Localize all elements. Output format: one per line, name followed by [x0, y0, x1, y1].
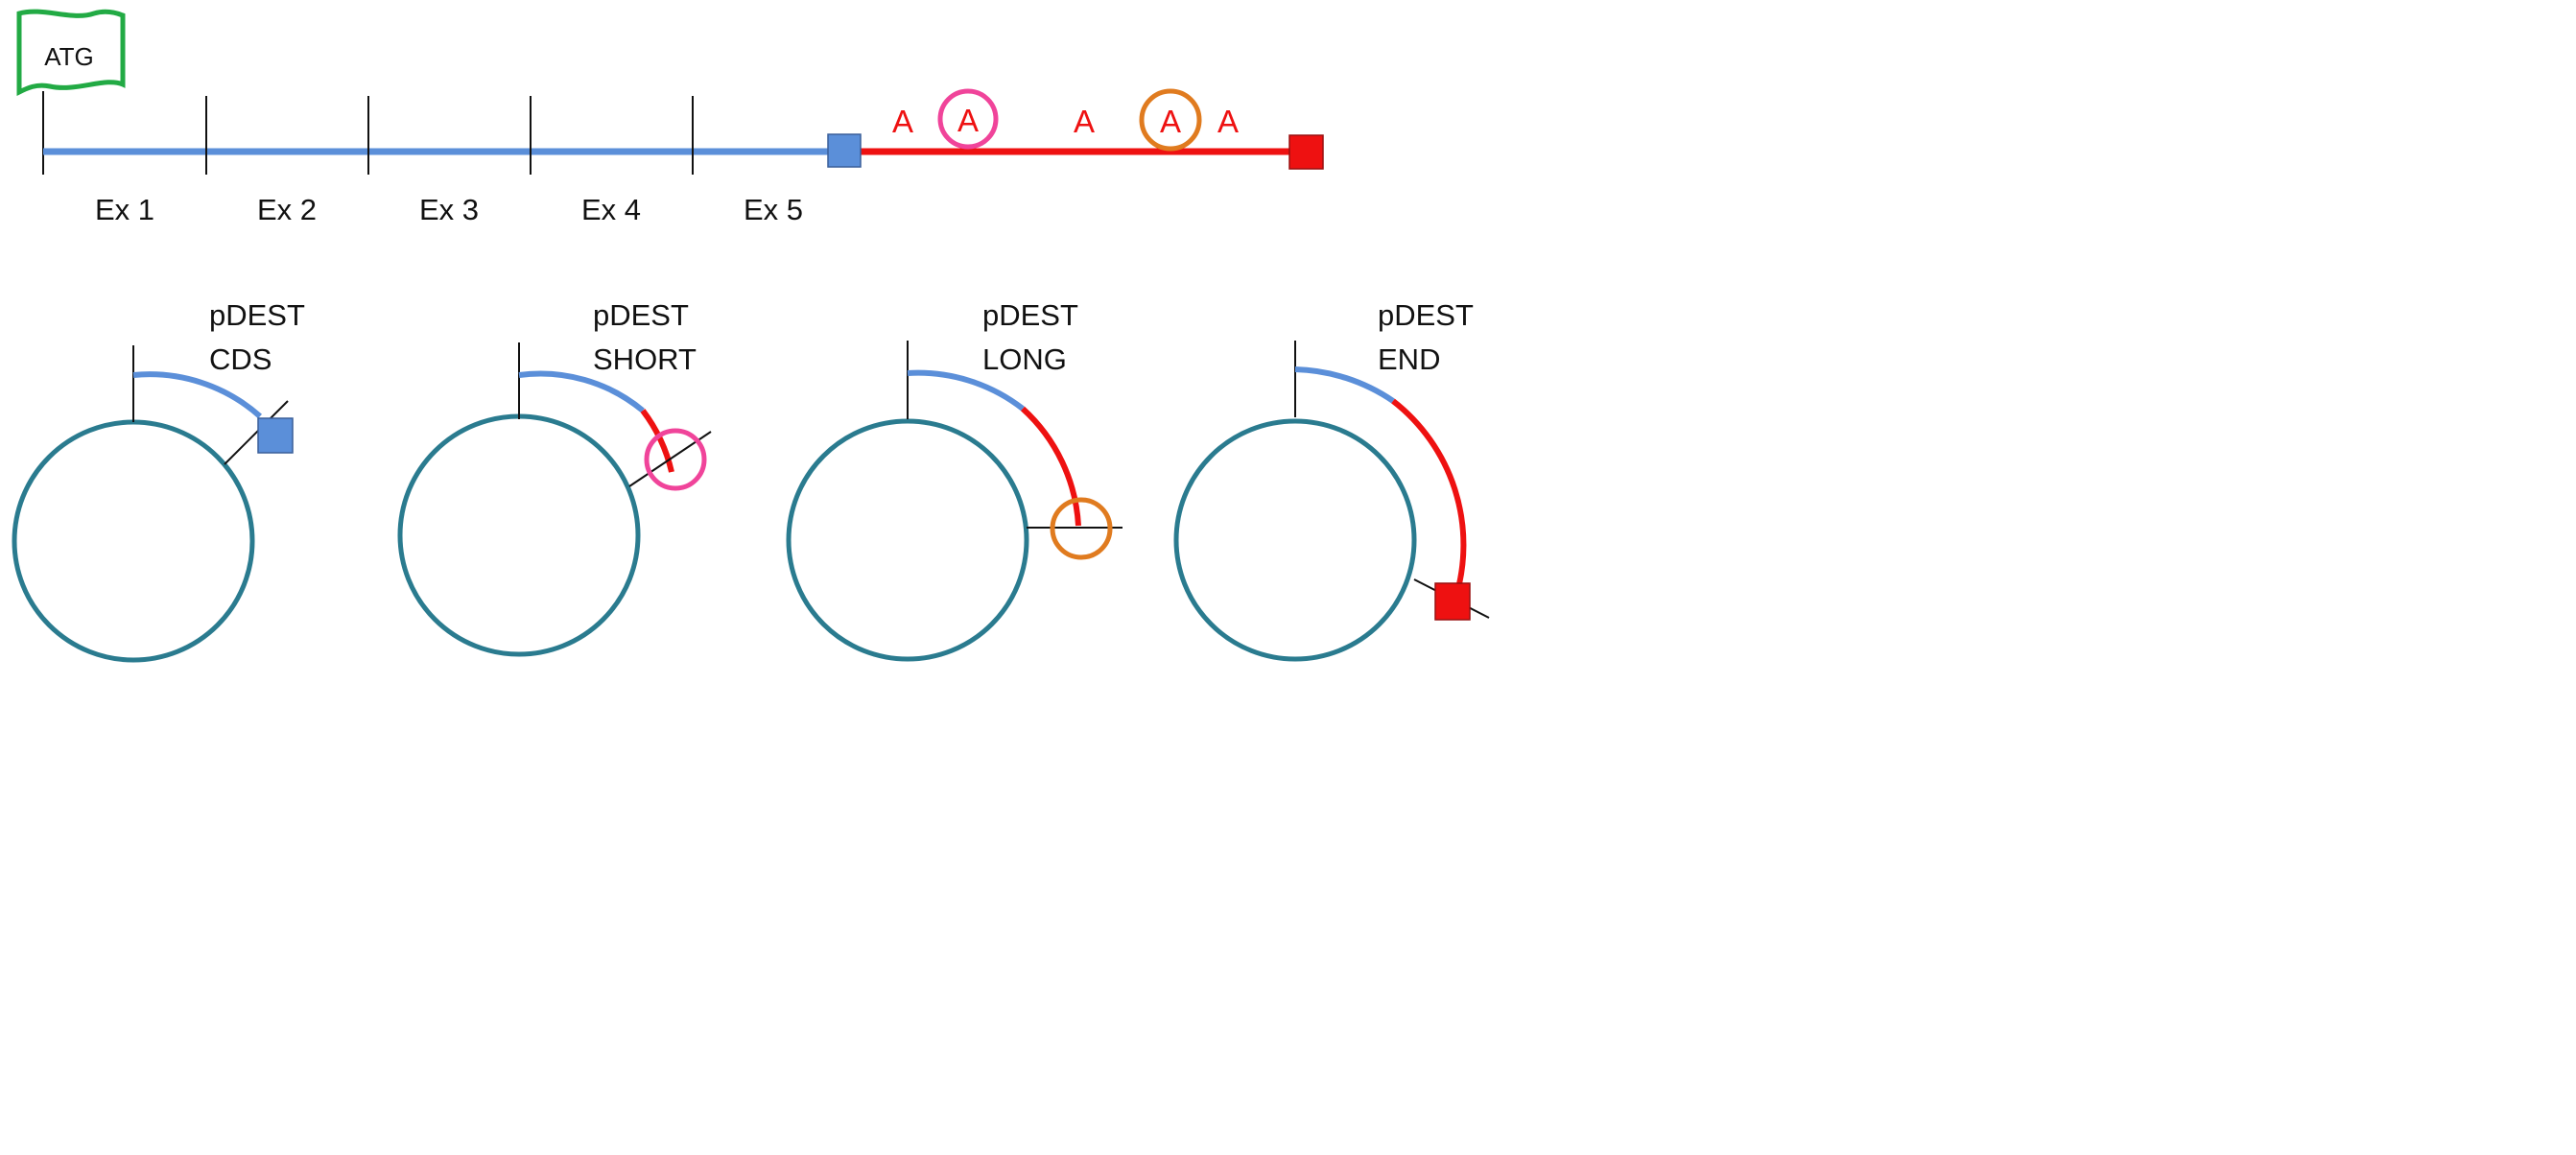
insert-end-tick [224, 400, 289, 465]
flag-banner [16, 9, 126, 97]
polya-ring-pink [937, 88, 999, 150]
construct-end: pDEST END [1173, 298, 1490, 662]
insert-coding-arc [907, 369, 1025, 412]
gene-construct-diagram: ATG Ex 1 Ex 2 Ex 3 Ex 4 Ex 5 A A A A A p… [12, 9, 1490, 663]
construct-name-line2: LONG [982, 342, 1067, 376]
plasmid-circle [1173, 418, 1417, 662]
plasmid-circle [397, 413, 641, 657]
insert-coding-arc [132, 371, 262, 419]
insert-utr-arc [1020, 406, 1081, 527]
construct-name-line1: pDEST [209, 298, 305, 332]
exon-label-4: Ex 4 [581, 193, 641, 226]
polya-site-4: A [1160, 104, 1181, 139]
gene-model: ATG Ex 1 Ex 2 Ex 3 Ex 4 Ex 5 A A A A A [16, 9, 1324, 226]
construct-name-line1: pDEST [1378, 298, 1474, 332]
stop-codon-square [827, 133, 862, 168]
insert-coding-arc [1294, 366, 1395, 404]
atg-flag: ATG [16, 9, 126, 175]
construct-cds: pDEST CDS [12, 298, 305, 663]
plasmid-circle [786, 418, 1029, 662]
polya-site-5: A [1217, 104, 1239, 139]
construct-short: pDEST SHORT [397, 298, 712, 657]
exon-label-1: Ex 1 [95, 193, 154, 226]
polya-site-3: A [1074, 104, 1095, 139]
insert-utr-arc [1391, 398, 1467, 600]
exon-label-2: Ex 2 [257, 193, 317, 226]
polya-site-2: A [957, 103, 979, 138]
transcript-end-square [1288, 134, 1324, 170]
insert-coding-arc [518, 370, 645, 413]
polya-ring-orange [1139, 88, 1202, 152]
stop-codon-square [257, 417, 294, 454]
transcript-end-square [1434, 582, 1471, 621]
polya-ring-orange [1050, 497, 1113, 560]
construct-long: pDEST LONG [786, 298, 1123, 662]
construct-name-line2: SHORT [593, 342, 697, 376]
construct-name-line1: pDEST [982, 298, 1078, 332]
polya-ring-pink [644, 428, 707, 491]
construct-name-line1: pDEST [593, 298, 689, 332]
construct-name-line2: CDS [209, 342, 272, 376]
exon-label-5: Ex 5 [744, 193, 803, 226]
polya-site-1: A [892, 104, 913, 139]
insert-utr-arc [640, 409, 674, 473]
plasmid-circle [12, 419, 255, 663]
exon-label-3: Ex 3 [419, 193, 479, 226]
atg-label: ATG [44, 42, 94, 71]
construct-name-line2: END [1378, 342, 1440, 376]
